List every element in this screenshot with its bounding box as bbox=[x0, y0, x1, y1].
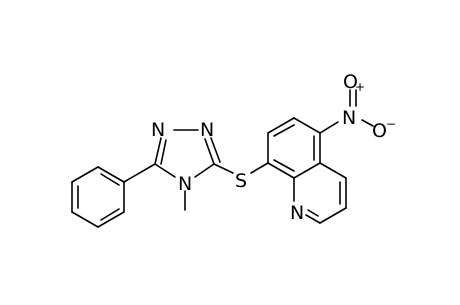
quinoline-n-label: N bbox=[290, 202, 304, 224]
quinoline-benzo-ring bbox=[267, 117, 321, 179]
phenyl-triazole-bond bbox=[123, 163, 156, 183]
nitro-plus-label: + bbox=[355, 80, 365, 94]
triazole-n2-label: N bbox=[200, 119, 214, 141]
nitro-o-right-label: O bbox=[372, 120, 387, 142]
nitro-n-label: N bbox=[342, 107, 356, 129]
triazole-n1-label: N bbox=[151, 119, 165, 141]
triazole-sulfur-bond bbox=[213, 163, 234, 174]
sulfur-quinoline-bond bbox=[250, 162, 269, 174]
triazole-ring bbox=[154, 129, 221, 211]
quinoline-pyridine-ring bbox=[293, 162, 347, 224]
triazole-n4-label: N bbox=[178, 173, 192, 195]
nitro-bonds bbox=[319, 89, 374, 134]
phenyl-ring bbox=[71, 166, 125, 228]
nitro-o-top-label: O bbox=[343, 71, 358, 93]
sulfur-label: S bbox=[235, 170, 247, 192]
nitro-minus-label: − bbox=[386, 117, 396, 131]
